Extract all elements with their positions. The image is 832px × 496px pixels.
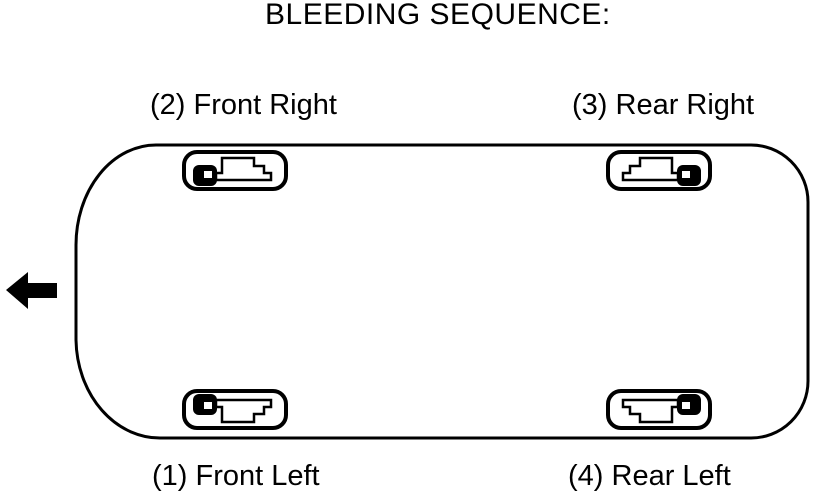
label-rear-right: (3) Rear Right [572,89,755,121]
front-direction-arrow-icon [6,272,57,309]
car-body-outline [74,143,810,440]
label-rear-left: (4) Rear Left [568,460,731,492]
label-front-right: (2) Front Right [150,89,337,121]
brake-caliper-icon-front-right [193,156,273,186]
diagram-title: BLEEDING SEQUENCE: [265,0,611,31]
label-front-left: (1) Front Left [152,460,320,492]
